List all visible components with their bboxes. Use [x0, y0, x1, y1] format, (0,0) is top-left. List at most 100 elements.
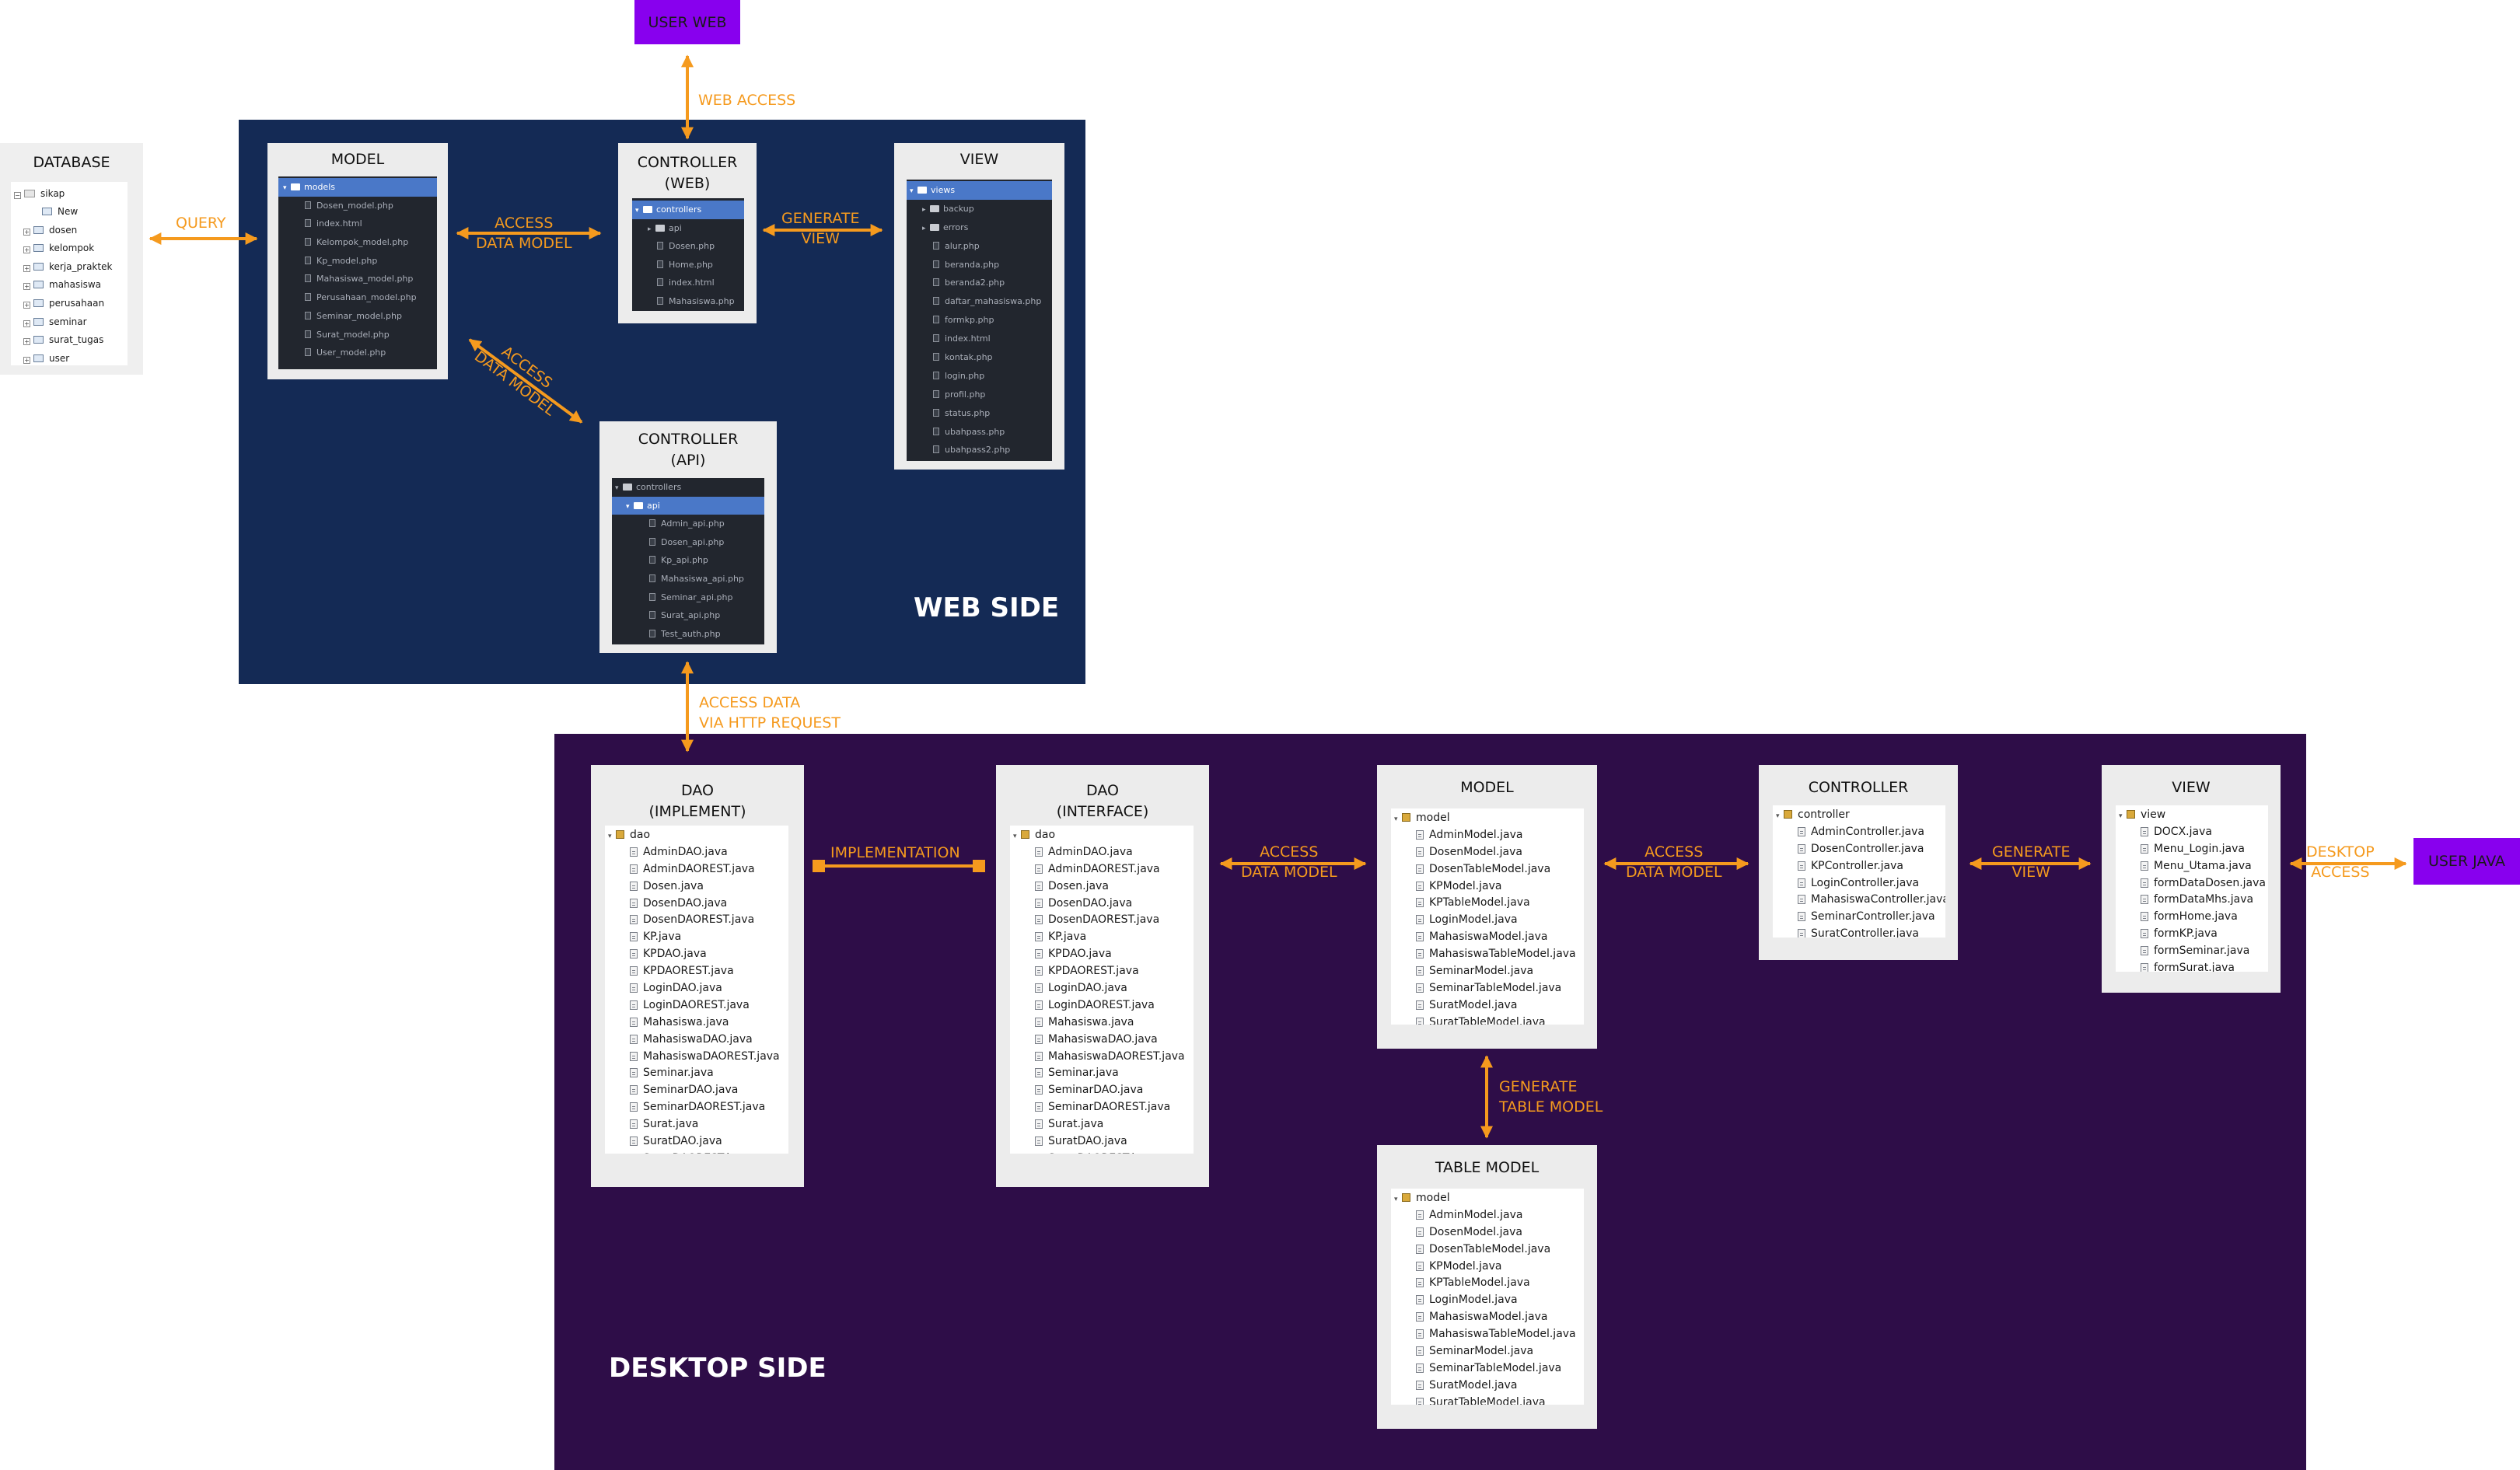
java-file-row[interactable]: formKP.java — [2116, 926, 2268, 943]
java-file-row[interactable]: SuratDAO.java — [1010, 1133, 1194, 1151]
java-file-row[interactable]: SuratTableModel.java — [1391, 1395, 1584, 1405]
java-file-row[interactable]: LoginDAOREST.java — [1010, 997, 1194, 1014]
java-file-row[interactable]: SuratDAO.java — [605, 1133, 788, 1151]
folder-row[interactable]: ▸errors — [907, 218, 1052, 237]
file-row[interactable]: index.html — [278, 215, 437, 233]
package-row[interactable]: ▾dao — [605, 827, 788, 844]
java-file-row[interactable]: Menu_Utama.java — [2116, 858, 2268, 875]
file-row[interactable]: Surat_model.php — [278, 326, 437, 344]
java-file-row[interactable]: KPDAO.java — [605, 946, 788, 963]
db-table-row[interactable]: +surat_tugas — [11, 331, 128, 350]
file-row[interactable]: daftar_mahasiswa.php — [907, 292, 1052, 311]
java-file-row[interactable]: SeminarModel.java — [1391, 963, 1584, 980]
java-file-row[interactable]: Dosen.java — [605, 878, 788, 896]
chevron-right-icon[interactable]: ▸ — [648, 225, 652, 233]
db-table-row[interactable]: +mahasiswa — [11, 276, 128, 295]
java-file-row[interactable]: SeminarController.java — [1773, 909, 1945, 926]
java-file-row[interactable]: SeminarTableModel.java — [1391, 980, 1584, 997]
java-file-row[interactable]: KPController.java — [1773, 858, 1945, 875]
db-table-row[interactable]: New — [11, 203, 128, 222]
java-file-row[interactable]: SuratModel.java — [1391, 997, 1584, 1014]
db-table-row[interactable]: +seminar — [11, 313, 128, 332]
java-file-row[interactable]: MahasiswaModel.java — [1391, 929, 1584, 946]
java-file-row[interactable]: Mahasiswa.java — [1010, 1014, 1194, 1032]
java-file-row[interactable]: MahasiswaController.java — [1773, 892, 1945, 909]
java-file-row[interactable]: AdminDAO.java — [605, 844, 788, 861]
expand-icon[interactable]: + — [23, 228, 30, 236]
package-row[interactable]: ▾controller — [1773, 807, 1945, 824]
java-file-row[interactable]: LoginModel.java — [1391, 1292, 1584, 1309]
java-file-row[interactable]: Seminar.java — [605, 1065, 788, 1082]
db-table-row[interactable]: +kelompok — [11, 239, 128, 258]
chevron-down-icon[interactable]: ▾ — [2119, 812, 2123, 820]
java-file-row[interactable]: Surat.java — [1010, 1116, 1194, 1133]
chevron-down-icon[interactable]: ▾ — [1394, 1196, 1398, 1203]
db-table-row[interactable]: +dosen — [11, 222, 128, 240]
java-file-row[interactable]: DosenTableModel.java — [1391, 861, 1584, 878]
package-row[interactable]: ▾model — [1391, 1190, 1584, 1207]
file-row[interactable]: index.html — [632, 274, 744, 292]
java-file-row[interactable]: KPDAOREST.java — [1010, 963, 1194, 980]
file-row[interactable]: Mahasiswa_model.php — [278, 270, 437, 288]
file-row[interactable]: Dosen.php — [632, 237, 744, 256]
java-file-row[interactable]: KPDAOREST.java — [605, 963, 788, 980]
file-row[interactable]: beranda.php — [907, 256, 1052, 274]
package-row[interactable]: ▾model — [1391, 810, 1584, 827]
expand-icon[interactable]: + — [23, 246, 30, 254]
chevron-down-icon[interactable]: ▾ — [1394, 815, 1398, 823]
file-row[interactable]: Kp_api.php — [612, 551, 764, 570]
expand-icon[interactable]: + — [23, 301, 30, 309]
java-file-row[interactable]: SuratController.java — [1773, 926, 1945, 938]
java-file-row[interactable]: DosenDAO.java — [1010, 896, 1194, 913]
chevron-down-icon[interactable]: ▾ — [626, 502, 630, 511]
chevron-down-icon[interactable]: ▾ — [635, 207, 639, 215]
chevron-down-icon[interactable]: ▾ — [1776, 812, 1780, 820]
chevron-down-icon[interactable]: ▾ — [608, 833, 612, 840]
java-file-row[interactable]: KPTableModel.java — [1391, 1275, 1584, 1292]
java-file-row[interactable]: SeminarModel.java — [1391, 1343, 1584, 1360]
java-file-row[interactable]: formDataDosen.java — [2116, 875, 2268, 892]
java-file-row[interactable]: DOCX.java — [2116, 824, 2268, 841]
java-file-row[interactable]: MahasiswaDAO.java — [1010, 1032, 1194, 1049]
java-file-row[interactable]: KPDAO.java — [1010, 946, 1194, 963]
java-file-row[interactable]: LoginModel.java — [1391, 912, 1584, 929]
java-file-row[interactable]: DosenDAO.java — [605, 896, 788, 913]
java-file-row[interactable]: formSurat.java — [2116, 960, 2268, 972]
java-file-row[interactable]: DosenDAOREST.java — [1010, 912, 1194, 929]
file-row[interactable]: ubahpass.php — [907, 423, 1052, 442]
java-file-row[interactable]: LoginDAO.java — [605, 980, 788, 997]
folder-row[interactable]: ▸backup — [907, 200, 1052, 218]
file-row[interactable]: beranda2.php — [907, 274, 1052, 292]
chevron-down-icon[interactable]: ▾ — [1013, 833, 1017, 840]
java-file-row[interactable]: SuratModel.java — [1391, 1377, 1584, 1395]
file-row[interactable]: Seminar_api.php — [612, 588, 764, 607]
java-file-row[interactable]: LoginDAOREST.java — [605, 997, 788, 1014]
file-row[interactable]: Kp_model.php — [278, 252, 437, 271]
file-row[interactable]: profil.php — [907, 386, 1052, 404]
java-file-row[interactable]: DosenController.java — [1773, 841, 1945, 858]
file-row[interactable]: Mahasiswa.php — [632, 292, 744, 311]
folder-row-views[interactable]: ▾views — [907, 181, 1052, 200]
file-row[interactable]: Seminar_model.php — [278, 307, 437, 326]
file-row[interactable]: Perusahaan_model.php — [278, 288, 437, 307]
file-row[interactable]: Mahasiswa_api.php — [612, 570, 764, 588]
folder-row-models[interactable]: ▾models — [278, 178, 437, 197]
java-file-row[interactable]: MahasiswaDAOREST.java — [605, 1049, 788, 1066]
java-file-row[interactable]: MahasiswaDAOREST.java — [1010, 1049, 1194, 1066]
java-file-row[interactable]: AdminDAOREST.java — [605, 861, 788, 878]
java-file-row[interactable]: formHome.java — [2116, 909, 2268, 926]
package-row[interactable]: ▾dao — [1010, 827, 1194, 844]
java-file-row[interactable]: AdminDAO.java — [1010, 844, 1194, 861]
chevron-down-icon[interactable]: ▾ — [283, 184, 287, 192]
file-row[interactable]: Surat_api.php — [612, 606, 764, 625]
java-file-row[interactable]: formDataMhs.java — [2116, 892, 2268, 909]
java-file-row[interactable]: MahasiswaTableModel.java — [1391, 1326, 1584, 1343]
java-file-row[interactable]: KP.java — [605, 929, 788, 946]
java-file-row[interactable]: SuratDAOREST.java — [1010, 1151, 1194, 1154]
db-root-row[interactable]: −sikap — [11, 185, 128, 203]
java-file-row[interactable]: DosenModel.java — [1391, 844, 1584, 861]
java-file-row[interactable]: AdminDAOREST.java — [1010, 861, 1194, 878]
java-file-row[interactable]: AdminController.java — [1773, 824, 1945, 841]
java-file-row[interactable]: SeminarTableModel.java — [1391, 1360, 1584, 1377]
java-file-row[interactable]: SeminarDAOREST.java — [1010, 1099, 1194, 1116]
